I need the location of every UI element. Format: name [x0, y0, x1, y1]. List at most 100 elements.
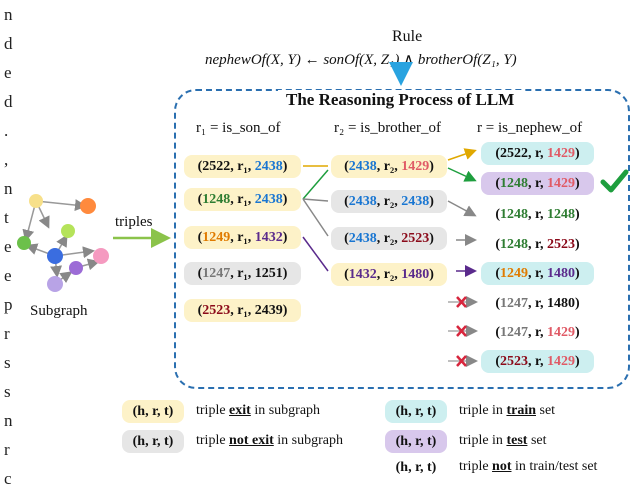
margin-letter: , — [4, 150, 9, 169]
triple-col3-5: (1247, r, 1480) — [481, 292, 594, 315]
triple-part-mid: , r, — [528, 325, 547, 340]
subgraph-icon — [17, 194, 109, 292]
margin-letter: r — [4, 440, 10, 459]
legend-chip-exit: (h, r, t) — [122, 400, 184, 423]
triple-part-post: ) — [282, 159, 288, 174]
legend-test-label: triple in test set — [459, 433, 547, 448]
triple-col2-3: (1432, r₂, 1480) — [331, 263, 447, 286]
triple-part-t: 1480 — [546, 266, 575, 281]
triple-part-t: 2523 — [401, 231, 430, 246]
triple-col1-3: (1247, r₁, 1251) — [184, 262, 301, 285]
legend-chip-none: (h, r, t) — [395, 460, 437, 475]
triple-col3-7: (2523, r, 1429) — [481, 350, 594, 373]
triple-part-h: 1248 — [500, 207, 529, 222]
triple-col3-1: (1248, r, 1429) — [481, 172, 594, 195]
triple-part-h: 1247 — [500, 296, 529, 311]
triple-part-pre: ( — [495, 296, 501, 311]
legend-chip-not-exit: (h, r, t) — [122, 430, 184, 453]
margin-letter: s — [4, 353, 11, 372]
triple-part-pre: ( — [495, 354, 501, 369]
triple-part-post: ) — [574, 266, 580, 281]
column-header-r2: r₂ = is_brother_of — [334, 120, 441, 136]
triple-part-h: 1247 — [500, 325, 529, 340]
legend-none-label: triple not in train/test set — [459, 459, 598, 474]
triple-part-t: 2438 — [401, 194, 430, 209]
legend-chip-train: (h, r, t) — [385, 400, 447, 423]
legend-train-label: triple in train set — [459, 403, 556, 418]
triple-part-h: 1249 — [202, 230, 231, 245]
margin-letter: . — [4, 121, 9, 140]
triple-part-pre: ( — [197, 192, 203, 207]
triple-part-mid: , r, — [528, 237, 547, 252]
triple-part-pre: ( — [197, 303, 203, 318]
triple-col3-4: (1249, r, 1480) — [481, 262, 594, 285]
triple-part-post: ) — [282, 266, 288, 281]
triple-part-mid: , r, — [528, 266, 547, 281]
column-header-r1: r₁ = is_son_of — [196, 120, 281, 136]
triple-part-t: 1429 — [401, 159, 430, 174]
triple-part-h: 1247 — [202, 266, 231, 281]
triple-part-h: 2438 — [348, 159, 377, 174]
margin-letter: n — [4, 5, 13, 24]
rule-formula: nephewOf(X, Y) ← sonOf(X, Z₁) ∧ brotherO… — [205, 52, 517, 68]
triple-part-pre: ( — [495, 325, 501, 340]
triple-part-t: 2523 — [546, 237, 575, 252]
triple-part-t: 1480 — [401, 267, 430, 282]
triple-part-t: 1429 — [546, 325, 575, 340]
triple-part-pre: ( — [495, 237, 501, 252]
triple-part-post: ) — [574, 207, 580, 222]
triple-part-h: 1432 — [348, 267, 377, 282]
triple-part-post: ) — [574, 354, 580, 369]
triple-part-h: 1248 — [500, 237, 529, 252]
triple-part-post: ) — [429, 194, 434, 209]
margin-letter: d — [4, 34, 13, 53]
cross-icon — [448, 296, 478, 367]
triple-part-h: 2523 — [500, 354, 529, 369]
triple-part-t: 2438 — [254, 192, 283, 207]
margin-letter: n — [4, 411, 13, 430]
triple-part-t: 1251 — [254, 266, 283, 281]
margin-letter: d — [4, 92, 13, 111]
triple-part-post: ) — [282, 192, 288, 207]
triple-col3-0: (2522, r, 1429) — [481, 142, 594, 165]
triple-part-mid: , r, — [528, 207, 547, 222]
triple-part-pre: ( — [344, 159, 349, 174]
triple-col1-2: (1249, r₁, 1432) — [184, 226, 301, 249]
margin-letter: r — [4, 324, 10, 343]
triple-part-t: 1429 — [546, 146, 575, 161]
triple-part-pre: ( — [197, 230, 203, 245]
triple-part-t: 1429 — [546, 354, 575, 369]
triple-col3-6: (1247, r, 1429) — [481, 321, 594, 344]
triple-part-h: 2522 — [202, 159, 231, 174]
triple-col1-4: (2523, r₁, 2439) — [184, 299, 301, 322]
triple-part-mid: , r₂, — [376, 267, 402, 282]
triple-part-h: 1248 — [202, 192, 231, 207]
legend-chip-test: (h, r, t) — [385, 430, 447, 453]
triple-part-mid: , r₂, — [376, 159, 402, 174]
triple-part-t: 2439 — [254, 303, 283, 318]
diagram-graphics — [17, 62, 629, 367]
triple-part-post: ) — [574, 237, 580, 252]
legend-exit-label: triple exit in subgraph — [196, 403, 321, 418]
triple-col1-0: (2522, r₁, 2438) — [184, 155, 301, 178]
check-icon — [600, 169, 629, 193]
triple-part-t: 1248 — [546, 207, 575, 222]
triple-part-mid: , r₁, — [230, 159, 255, 174]
triple-part-h: 2438 — [348, 231, 377, 246]
triple-part-t: 1429 — [546, 176, 575, 191]
triple-part-pre: ( — [344, 194, 349, 209]
margin-letter: p — [4, 295, 13, 314]
triple-part-mid: , r, — [528, 176, 547, 191]
triple-part-post: ) — [574, 296, 580, 311]
triple-col3-2: (1248, r, 1248) — [481, 203, 594, 226]
triple-part-h: 2523 — [202, 303, 231, 318]
triple-part-post: ) — [282, 303, 288, 318]
margin-letter: s — [4, 382, 11, 401]
triple-col1-1: (1248, r₁, 2438) — [184, 188, 301, 211]
triple-col3-3: (1248, r, 2523) — [481, 233, 594, 256]
triple-part-mid: , r₁, — [230, 230, 255, 245]
triple-part-t: 1480 — [546, 296, 575, 311]
triple-part-post: ) — [429, 267, 434, 282]
triple-col2-2: (2438, r₂, 2523) — [331, 227, 447, 250]
